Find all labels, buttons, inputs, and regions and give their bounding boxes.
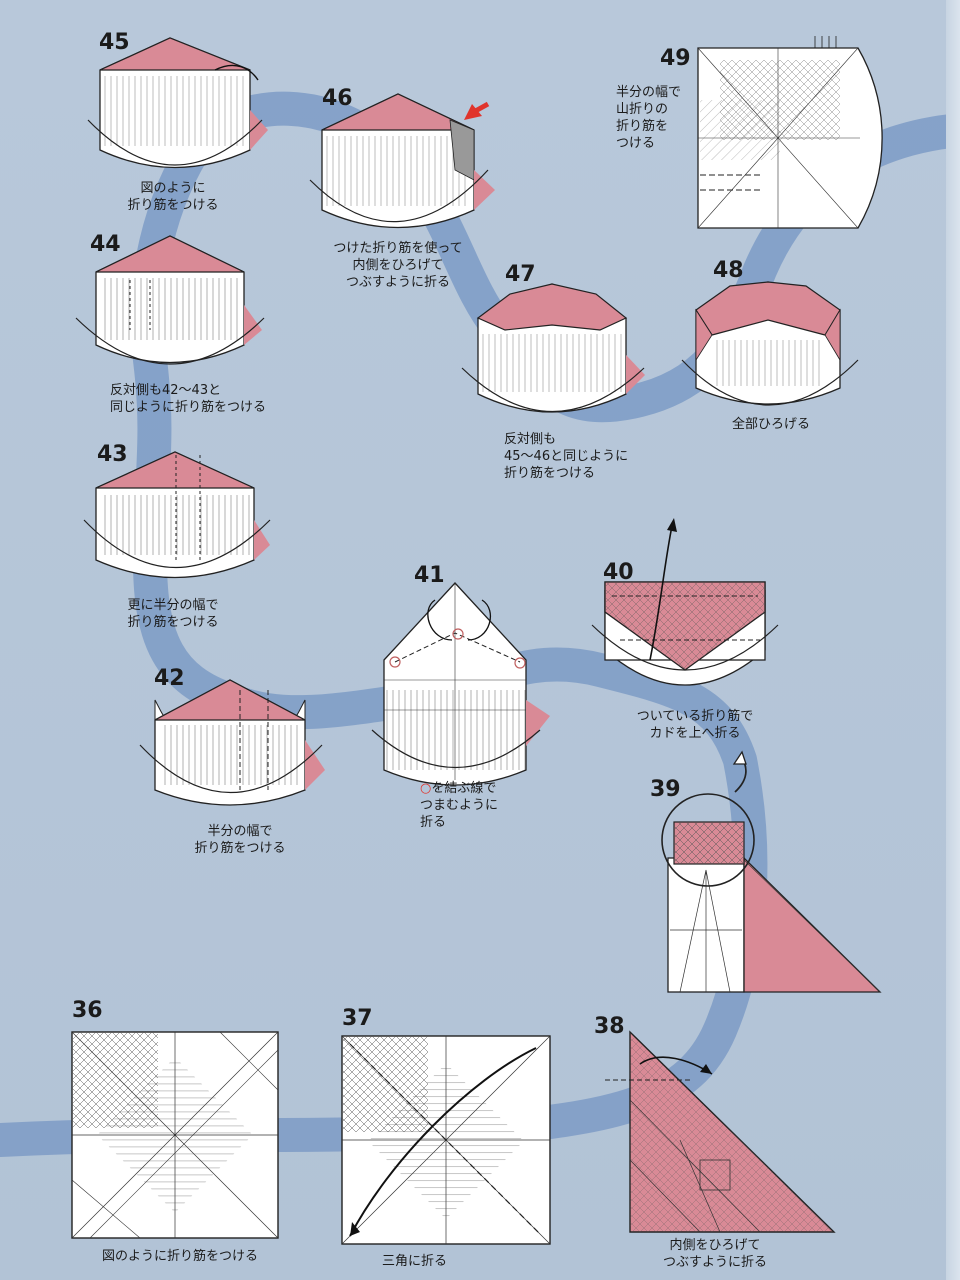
step-43-caption: 更に半分の幅で 折り筋をつける: [127, 598, 219, 630]
step-number-41: 41: [414, 563, 445, 588]
step-38-caption: 内側をひろげて つぶすように折る: [662, 1238, 767, 1270]
step-45-caption: 図のように 折り筋をつける: [127, 181, 219, 213]
step-number-42: 42: [154, 666, 185, 691]
step-40-diagram: [604, 518, 766, 686]
step-number-38: 38: [594, 1014, 625, 1039]
fold-outline-arcs: [75, 119, 859, 794]
step-46-diagram: [321, 93, 495, 229]
step-49-caption: 半分の幅で 山折りの 折り筋を つける: [616, 85, 682, 151]
step-41-caption: ○を結ぶ線で つまむように 折る: [420, 781, 499, 830]
step-45-diagram: [99, 37, 268, 169]
step-49-diagram: [697, 36, 883, 229]
step-47-caption: 反対側も 45〜46と同じように 折り筋をつける: [504, 432, 629, 481]
step-44-diagram: [95, 235, 262, 364]
step-number-48: 48: [713, 258, 744, 283]
step-number-37: 37: [342, 1006, 373, 1031]
step-number-49: 49: [660, 46, 691, 71]
step-38-diagram: [605, 1030, 836, 1233]
step-number-44: 44: [90, 232, 121, 257]
step-36-caption: 図のように折り筋をつける: [102, 1249, 259, 1264]
step-42-caption: 半分の幅で 折り筋をつける: [194, 824, 286, 856]
step-48-diagram: [695, 281, 841, 405]
step-number-45: 45: [99, 30, 130, 55]
step-39-diagram: [661, 750, 882, 993]
step-number-43: 43: [97, 442, 128, 467]
step-number-47: 47: [505, 262, 536, 287]
step-41-diagram: [383, 582, 550, 786]
step-number-39: 39: [650, 777, 681, 802]
step-number-46: 46: [322, 86, 353, 111]
step-37-caption: 三角に折る: [382, 1254, 448, 1269]
step-number-40: 40: [603, 560, 634, 585]
step-48-caption: 全部ひろげる: [732, 417, 811, 432]
step-46-caption: つけた折り筋を使って 内側をひろげて つぶすように折る: [333, 241, 463, 290]
step-36-diagram: [71, 1031, 279, 1239]
step-37-diagram: [341, 1035, 551, 1245]
step-number-36: 36: [72, 998, 103, 1023]
circle-mark-icon: ○: [420, 781, 432, 796]
step-43-diagram: [95, 451, 270, 579]
step-47-diagram: [476, 283, 645, 413]
step-44-caption: 反対側も42〜43と 同じように折り筋をつける: [110, 383, 267, 415]
step-42-diagram: [154, 679, 325, 806]
step-40-caption: ついている折り筋で カドを上へ折る: [636, 709, 754, 741]
